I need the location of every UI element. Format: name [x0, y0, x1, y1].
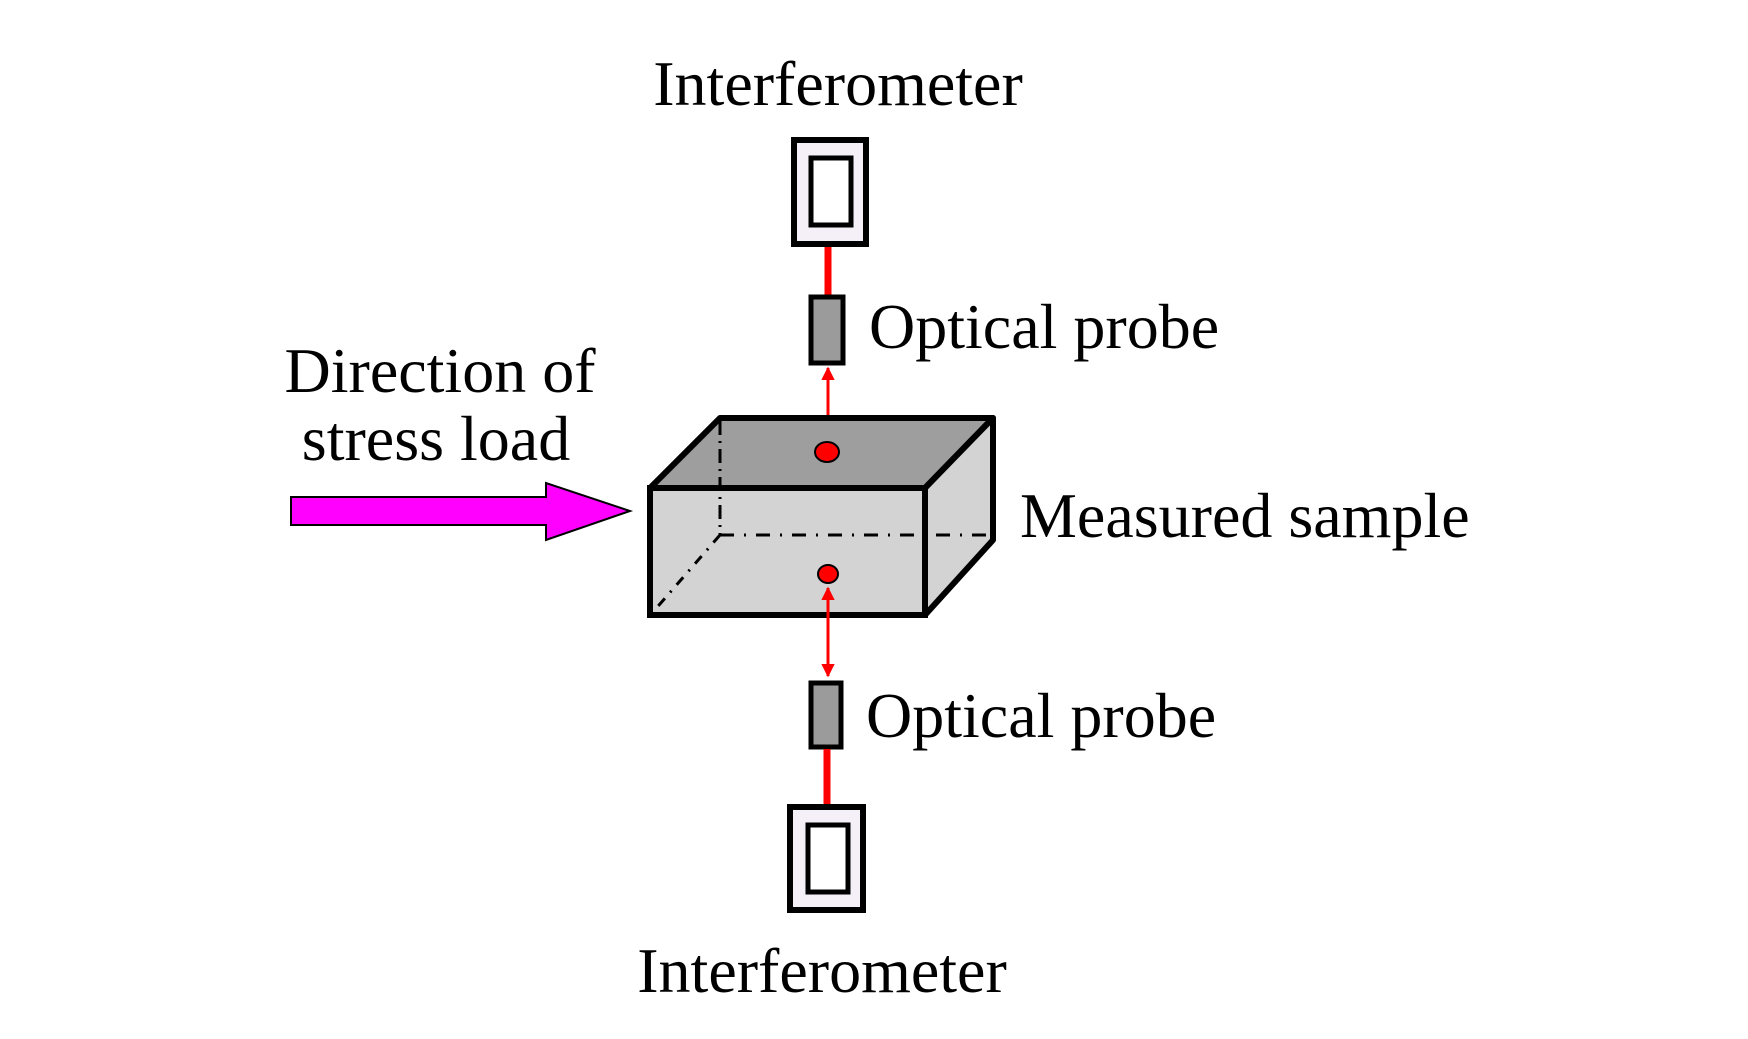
sample-label: Measured sample — [1020, 480, 1470, 551]
bottom-interferometer-window — [805, 822, 851, 895]
stress-load-arrow — [290, 481, 634, 542]
top-interferometer-window — [808, 155, 854, 228]
top-interferometer — [791, 137, 869, 247]
direction-label-line2: stress load — [302, 403, 570, 474]
bottom-interferometer — [787, 804, 866, 913]
hidden-edge-diagonal — [651, 534, 722, 613]
bottom-optical-probe — [808, 680, 844, 750]
measured-sample-box — [647, 415, 996, 618]
sample-front-face — [647, 485, 928, 618]
top-measurement-point — [814, 441, 840, 463]
bottom-measurement-point — [817, 564, 839, 584]
top-probe-label: Optical probe — [869, 291, 1219, 362]
bottom-probe-label: Optical probe — [866, 680, 1216, 751]
bottom-interferometer-label: Interferometer — [637, 935, 1007, 1006]
direction-label-line1: Direction of — [285, 335, 597, 406]
top-interferometer-label: Interferometer — [653, 48, 1023, 119]
top-optical-probe — [808, 294, 846, 366]
